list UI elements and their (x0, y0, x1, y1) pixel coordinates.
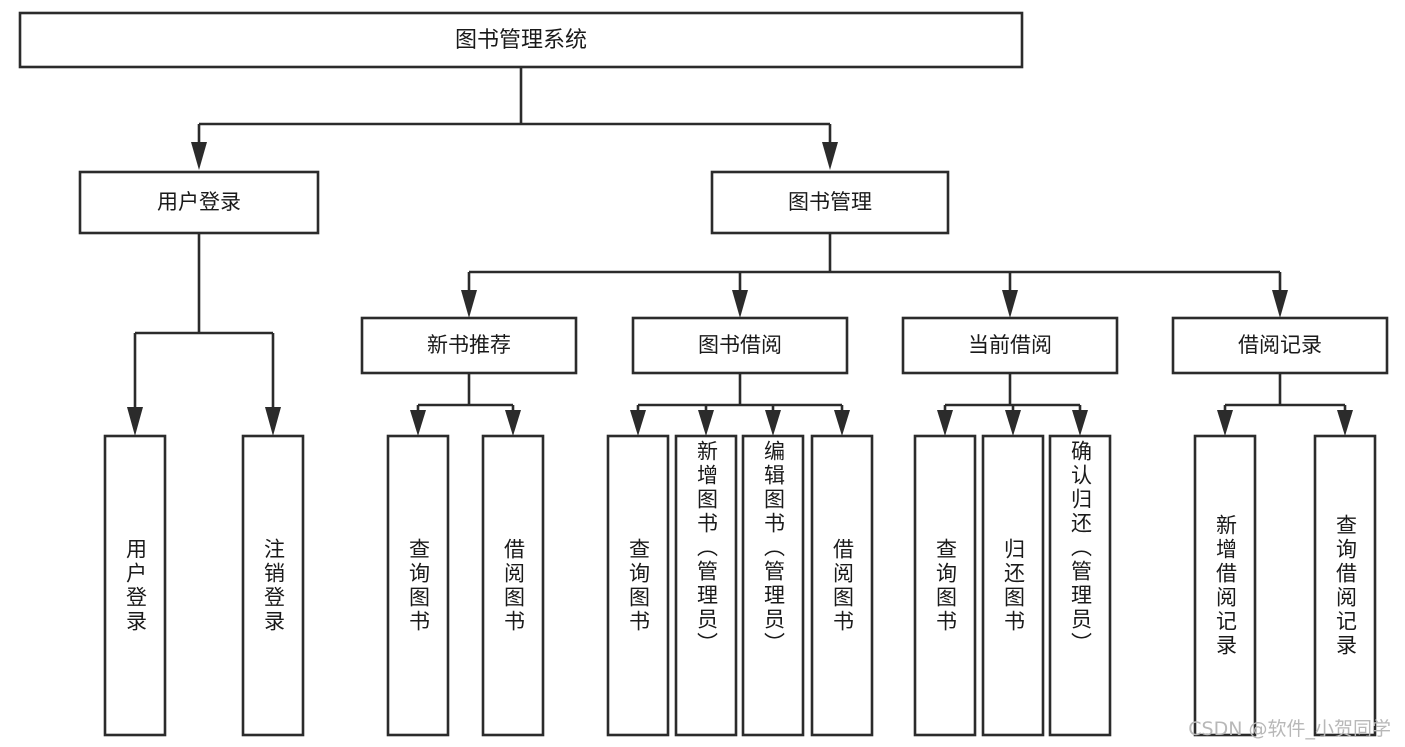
node-book-borrow[interactable]: 图书借阅 (631, 316, 849, 375)
leaf-box-confirm-return (1048, 434, 1112, 737)
leaf-label: 查询借阅记录 (1333, 513, 1358, 658)
leaf-label: 归还图书 (1001, 537, 1026, 634)
leaf-box-query-book-1 (386, 434, 450, 737)
node-user-login[interactable]: 用户登录 (78, 170, 320, 235)
leaf-box-user-login (103, 434, 167, 737)
connector-bookborrow-to-leaves (630, 373, 850, 436)
leaf-label: 查询图书 (406, 537, 431, 634)
node-label: 图书管理系统 (455, 28, 587, 53)
leaf-node-query-record[interactable]: 查询借阅记录 (1315, 436, 1375, 735)
connector-userlogin-to-leaves (127, 233, 281, 436)
leaf-boxes (103, 434, 1377, 737)
leaf-node-query-book-1[interactable]: 查询图书 (388, 436, 448, 735)
leaf-node-logout-login[interactable]: 注销登录 (243, 436, 303, 735)
leaf-box-add-record (1193, 434, 1257, 737)
connector-newbook-to-leaves (410, 373, 521, 436)
leaf-node-edit-book[interactable]: 编辑图书（管理员） (743, 436, 803, 735)
connector-root-to-level2 (191, 67, 838, 170)
leaf-node-user-login[interactable]: 用户登录 (105, 436, 165, 735)
leaf-node-confirm-return[interactable]: 确认归还（管理员） (1050, 436, 1110, 735)
leaf-node-add-record[interactable]: 新增借阅记录 (1195, 436, 1255, 735)
leaf-box-add-book (674, 434, 738, 737)
leaf-label: 编辑图书（管理员） (761, 440, 786, 656)
leaf-label: 借阅图书 (830, 537, 855, 634)
leaf-label: 新增借阅记录 (1213, 513, 1238, 658)
node-book-management-system[interactable]: 图书管理系统 (18, 11, 1024, 69)
leaf-node-return-book[interactable]: 归还图书 (983, 436, 1043, 735)
node-label: 新书推荐 (427, 333, 511, 357)
node-label: 图书管理 (788, 190, 872, 214)
leaf-box-query-record (1313, 434, 1377, 737)
connector-borrowrecord-to-leaves (1217, 373, 1353, 436)
leaf-label: 新增图书（管理员） (694, 440, 719, 656)
connector-currentborrow-to-leaves (937, 373, 1088, 436)
leaf-node-borrow-book-2[interactable]: 借阅图书 (812, 436, 872, 735)
leaf-box-return-book (981, 434, 1045, 737)
leaf-node-query-book-2[interactable]: 查询图书 (608, 436, 668, 735)
node-label: 图书借阅 (698, 333, 782, 357)
leaf-node-query-book-3[interactable]: 查询图书 (915, 436, 975, 735)
leaf-box-borrow-book-1 (481, 434, 545, 737)
leaf-node-add-book[interactable]: 新增图书（管理员） (676, 436, 736, 735)
csdn-watermark: CSDN @软件_小贺同学 (1188, 718, 1391, 740)
leaf-node-borrow-book-1[interactable]: 借阅图书 (483, 436, 543, 735)
node-label: 当前借阅 (968, 333, 1052, 357)
node-label: 用户登录 (157, 190, 241, 214)
leaf-label: 借阅图书 (501, 537, 526, 634)
connector-bookmgmt-to-level3 (461, 233, 1288, 318)
leaf-label: 注销登录 (261, 537, 286, 634)
node-new-book-recommend[interactable]: 新书推荐 (360, 316, 578, 375)
node-current-borrow[interactable]: 当前借阅 (901, 316, 1119, 375)
node-borrow-record[interactable]: 借阅记录 (1171, 316, 1389, 375)
leaf-label: 查询图书 (626, 537, 651, 634)
node-label: 借阅记录 (1238, 333, 1322, 357)
leaf-box-logout-login (241, 434, 305, 737)
leaf-box-query-book-2 (606, 434, 670, 737)
leaf-box-query-book-3 (913, 434, 977, 737)
node-book-management[interactable]: 图书管理 (710, 170, 950, 235)
leaf-label: 确认归还（管理员） (1068, 440, 1093, 656)
leaf-box-edit-book (741, 434, 805, 737)
leaf-box-borrow-book-2 (810, 434, 874, 737)
leaf-label: 查询图书 (933, 537, 958, 634)
leaf-label: 用户登录 (123, 537, 148, 634)
